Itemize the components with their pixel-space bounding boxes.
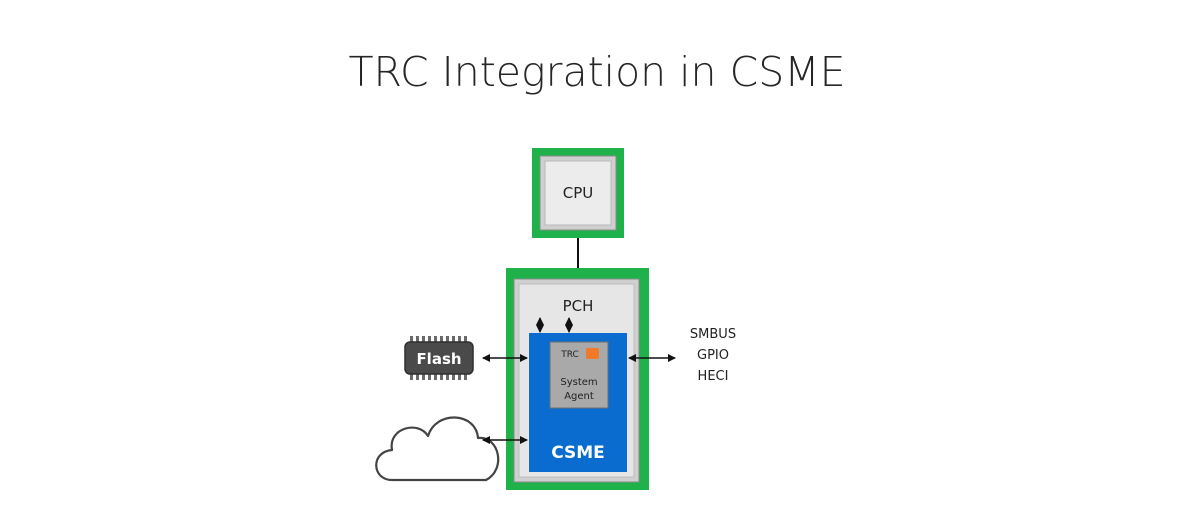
trc-chip (586, 348, 599, 359)
flash-chip: Flash (404, 336, 474, 380)
interfaces-list: SMBUS GPIO HECI (690, 327, 736, 384)
csme-label: CSME (551, 443, 605, 463)
system-agent-line-2: Agent (564, 391, 594, 402)
trc-label: TRC (560, 350, 579, 360)
pch-label: PCH (563, 297, 594, 315)
flash-label: Flash (416, 350, 461, 368)
page-title: TRC Integration in CSME (348, 48, 846, 96)
pch-csme-arrows (536, 317, 573, 333)
system-agent-block: TRC System Agent (549, 341, 609, 409)
cpu-block: CPU (532, 148, 624, 238)
interface-gpio: GPIO (697, 348, 729, 363)
interface-heci: HECI (698, 369, 729, 384)
system-agent-line-1: System (560, 377, 597, 388)
cloud-icon (375, 416, 500, 482)
cpu-label: CPU (563, 184, 594, 202)
interface-smbus: SMBUS (690, 327, 736, 342)
